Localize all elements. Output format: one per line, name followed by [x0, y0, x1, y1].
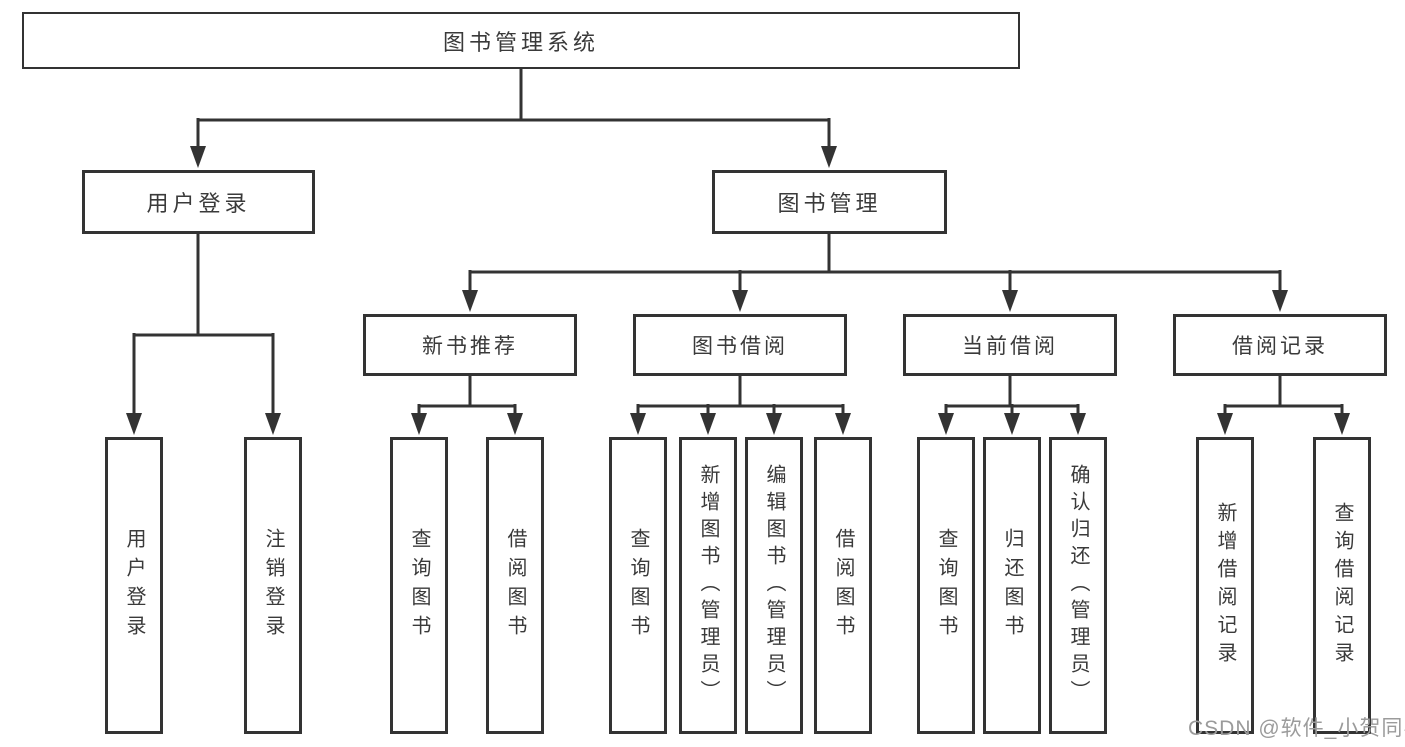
leaf-borrow-books-recommend: 借阅图书: [486, 437, 544, 734]
node-user-login: 用户登录: [82, 170, 315, 234]
connector-book-mgmt-to-level3: [462, 234, 1288, 312]
leaf-query-books-borrowing: 查询图书: [609, 437, 667, 734]
node-borrowing-records: 借阅记录: [1173, 314, 1387, 376]
node-book-management: 图书管理: [712, 170, 947, 234]
leaf-logout: 注销登录: [244, 437, 302, 734]
node-new-book-recommend: 新书推荐: [363, 314, 577, 376]
connector-recommend-to-leaves: [411, 376, 523, 435]
node-current-borrowing: 当前借阅: [903, 314, 1117, 376]
leaf-confirm-return-admin: 确认归还（管理员）: [1049, 437, 1107, 734]
leaf-query-borrow-record: 查询借阅记录: [1313, 437, 1371, 734]
leaf-return-books: 归还图书: [983, 437, 1041, 734]
leaf-edit-book-admin: 编辑图书（管理员）: [745, 437, 803, 734]
connector-records-to-leaves: [1217, 376, 1350, 435]
leaf-query-books-recommend: 查询图书: [390, 437, 448, 734]
leaf-user-login: 用户登录: [105, 437, 163, 734]
node-book-borrowing: 图书借阅: [633, 314, 847, 376]
connector-borrowing-to-leaves: [630, 376, 851, 435]
leaf-add-borrow-record: 新增借阅记录: [1196, 437, 1254, 734]
node-root-system: 图书管理系统: [22, 12, 1020, 69]
connector-root-to-level2: [190, 69, 837, 168]
connector-current-to-leaves: [938, 376, 1086, 435]
csdn-watermark: CSDN @软件_小贺同学: [1188, 717, 1405, 740]
leaf-query-books-current: 查询图书: [917, 437, 975, 734]
leaf-add-book-admin: 新增图书（管理员）: [679, 437, 737, 734]
leaf-borrow-books: 借阅图书: [814, 437, 872, 734]
connector-user-login-to-leaves: [126, 234, 281, 435]
